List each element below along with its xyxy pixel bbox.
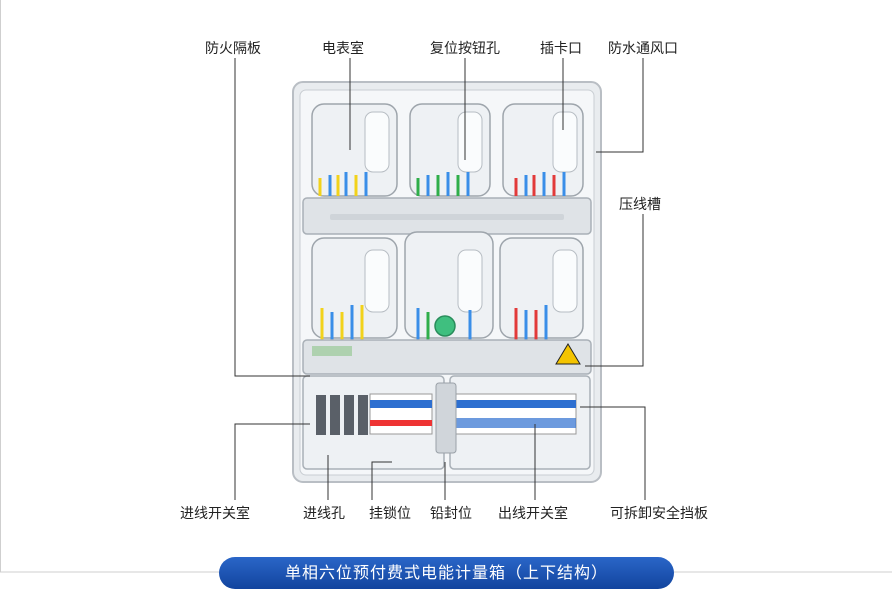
leader-fire-partition — [234, 58, 310, 377]
leader-lock — [371, 461, 392, 500]
leader-lines — [234, 58, 646, 500]
label-incoming-wire-hole: 进线孔 — [303, 506, 345, 522]
incoming-terminal — [316, 395, 326, 435]
incoming-terminal — [358, 395, 368, 435]
brand-sticker — [312, 346, 352, 356]
leader-wire-trough — [585, 214, 644, 367]
label-card-slot: 插卡口 — [540, 41, 582, 57]
lower-switch-section — [302, 375, 591, 470]
incoming-terminal — [330, 395, 340, 435]
card-slot-window — [364, 111, 390, 173]
label-outgoing-switch-room: 出线开关室 — [498, 506, 568, 522]
breaker-red-stripe — [370, 420, 432, 426]
green-knob-icon — [434, 315, 456, 337]
leader-incoming-switch — [234, 423, 310, 500]
warning-triangle-icon — [555, 343, 581, 365]
top-wires — [318, 172, 566, 196]
label-lock-position: 挂锁位 — [369, 506, 411, 522]
label-removable-safety-baffle: 可拆卸安全挡板 — [610, 506, 708, 522]
label-incoming-switch-room: 进线开关室 — [180, 506, 250, 522]
breaker-blue-stripe — [456, 400, 576, 408]
label-seal-position: 铅封位 — [430, 506, 472, 522]
label-fire-partition: 防火隔板 — [205, 41, 261, 57]
wire-trough-channel — [330, 214, 564, 220]
lock-seal-latch — [435, 382, 457, 454]
card-slot-window — [552, 111, 578, 173]
breaker-blue-stripe — [456, 418, 576, 428]
label-wire-trough: 压线槽 — [619, 197, 661, 213]
fire-partition-bar — [302, 339, 592, 375]
card-slot-window — [552, 249, 578, 313]
breaker-blue-stripe — [370, 400, 432, 408]
incoming-terminal — [344, 395, 354, 435]
label-waterproof-vent: 防水通风口 — [608, 41, 678, 57]
leader-safety-baffle — [580, 406, 646, 500]
leader-waterproof-vent — [596, 58, 644, 153]
label-meter-room: 电表室 — [322, 41, 364, 57]
bottom-wires — [320, 305, 548, 340]
card-slot-window — [457, 111, 483, 173]
caption-banner: 单相六位预付费式电能计量箱（上下结构） — [219, 557, 674, 589]
card-slot-window — [457, 249, 483, 313]
card-slot-window — [364, 249, 390, 313]
label-reset-button-hole: 复位按钮孔 — [430, 41, 500, 57]
